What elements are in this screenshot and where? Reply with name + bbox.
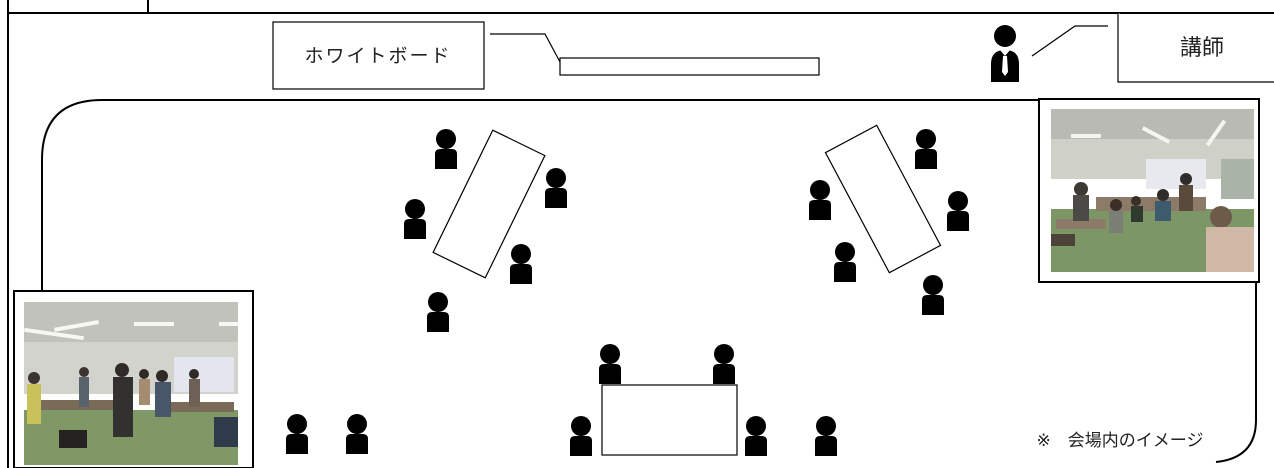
person-icon xyxy=(922,275,944,315)
photo-venue-standing xyxy=(13,290,254,468)
whiteboard-leader-line xyxy=(490,33,561,63)
person-icon xyxy=(570,416,592,456)
outer-frame xyxy=(7,0,1274,468)
person-icon xyxy=(545,168,567,208)
table-left xyxy=(432,129,546,279)
person-icon xyxy=(745,416,767,456)
lecturer-label-box: 講師 xyxy=(1117,13,1274,83)
person-icon xyxy=(947,191,969,231)
photo-venue-seated xyxy=(1038,98,1260,283)
person-icon xyxy=(286,414,308,454)
table-right xyxy=(824,124,942,274)
room-outline xyxy=(41,99,1257,463)
person-icon xyxy=(915,129,937,169)
table-bottom xyxy=(601,384,738,456)
person-icon xyxy=(346,414,368,454)
person-icon xyxy=(510,244,532,284)
table-group-left xyxy=(432,129,546,279)
table-group-right xyxy=(824,124,942,274)
lecturer-label: 講師 xyxy=(1180,36,1224,61)
person-icon xyxy=(809,180,831,220)
person-icon xyxy=(435,129,457,169)
person-icon xyxy=(427,292,449,332)
lecturer-leader-line xyxy=(1031,25,1108,57)
lecturer-icon xyxy=(991,25,1019,82)
person-icon xyxy=(404,199,426,239)
person-icon xyxy=(815,416,837,456)
venue-note: ※ 会場内のイメージ xyxy=(1037,431,1204,451)
person-icon xyxy=(713,344,735,384)
whiteboard-label-box: ホワイトボード xyxy=(272,21,485,90)
person-icon xyxy=(834,242,856,282)
whiteboard-label: ホワイトボード xyxy=(304,45,451,67)
whiteboard xyxy=(559,57,820,76)
person-icon xyxy=(599,344,621,384)
